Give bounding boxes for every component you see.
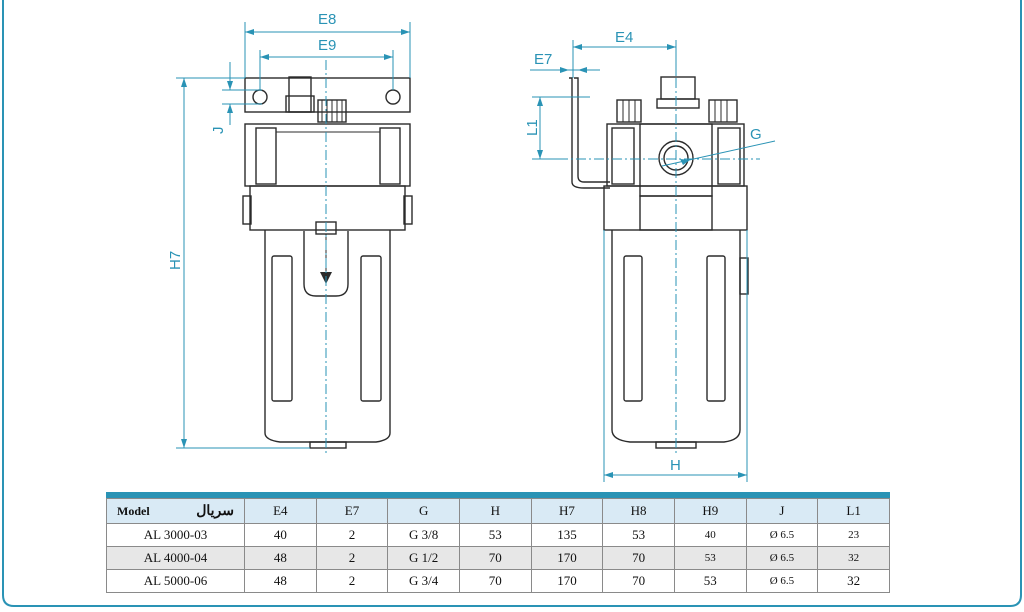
col-header-h8: H8 [602, 498, 675, 524]
cell-g: G 3/4 [387, 569, 460, 593]
model-header: Model سریال [106, 498, 245, 524]
cell-e4: 48 [244, 546, 317, 570]
cell-h: 70 [458, 546, 532, 570]
col-header-e4: E4 [244, 498, 317, 524]
dim-label-j: J [210, 127, 227, 135]
cell-l1: 32 [817, 569, 890, 593]
mount-hole-right [385, 89, 401, 105]
row-model: AL 5000-06 [106, 569, 245, 593]
cell-g: G 3/8 [387, 523, 460, 547]
table-row: AL 3000-03 40 2 G 3/8 53 135 53 40 Ø 6.5… [106, 523, 890, 547]
top-fitting-side [660, 76, 696, 100]
cell-l1: 23 [817, 523, 890, 547]
cell-j: Ø 6.5 [745, 569, 819, 593]
table-row: AL 5000-06 48 2 G 3/4 70 170 70 53 Ø 6.5… [106, 569, 890, 593]
model-header-fa: سریال [196, 503, 234, 519]
top-fitting [288, 76, 312, 113]
cell-h7: 170 [530, 569, 604, 593]
cell-h: 53 [458, 523, 532, 547]
cell-e7: 2 [315, 569, 389, 593]
dim-label-h7: H7 [167, 251, 184, 270]
mount-hole-left [252, 89, 268, 105]
col-header-e7: E7 [315, 498, 389, 524]
dim-label-e7: E7 [534, 51, 552, 68]
cell-h9: 53 [673, 569, 747, 593]
spec-table: Model سریال E4 E7 G H H7 H8 H9 J L1 AL 3… [106, 498, 890, 593]
col-header-h7: H7 [530, 498, 604, 524]
dim-label-g: G [750, 126, 762, 143]
col-header-g: G [387, 498, 460, 524]
dim-label-e4: E4 [615, 29, 633, 46]
cell-l1: 32 [817, 546, 890, 570]
row-model: AL 3000-03 [106, 523, 245, 547]
wall-bracket [574, 77, 610, 183]
table-row: AL 4000-04 48 2 G 1/2 70 170 70 53 Ø 6.5… [106, 546, 890, 570]
dim-label-l1: L1 [524, 119, 541, 136]
cell-g: G 1/2 [387, 546, 460, 570]
spec-table-wrapper: Model سریال E4 E7 G H H7 H8 H9 J L1 AL 3… [106, 492, 890, 593]
cell-h7: 135 [530, 523, 604, 547]
cell-j: Ø 6.5 [745, 546, 819, 570]
bowl [264, 230, 391, 443]
cell-e4: 48 [244, 569, 317, 593]
col-header-l1: L1 [817, 498, 890, 524]
dim-label-e8: E8 [318, 11, 336, 28]
sight-window-left [271, 255, 293, 402]
col-header-h: H [458, 498, 532, 524]
knob-right [708, 99, 738, 123]
table-top-bar [106, 492, 890, 498]
cell-h8: 70 [602, 546, 675, 570]
table-header-row: Model سریال E4 E7 G H H7 H8 H9 J L1 [106, 498, 890, 524]
cell-h8: 70 [602, 569, 675, 593]
row-model: AL 4000-04 [106, 546, 245, 570]
cell-e7: 2 [315, 523, 389, 547]
cell-h7: 170 [530, 546, 604, 570]
cell-h: 70 [458, 569, 532, 593]
bowl-ring [249, 185, 406, 231]
model-header-en: Model [117, 503, 150, 518]
front-view: E8 E9 J H7 [167, 11, 413, 455]
dim-label-e9: E9 [318, 37, 336, 54]
side-view: E4 E7 L1 G H [524, 29, 776, 482]
col-header-j: J [745, 498, 819, 524]
sight-window-right [360, 255, 382, 402]
upper-body [244, 123, 411, 187]
cell-e4: 40 [244, 523, 317, 547]
cell-h8: 53 [602, 523, 675, 547]
col-header-h9: H9 [673, 498, 747, 524]
cell-e7: 2 [315, 546, 389, 570]
cell-j: Ø 6.5 [745, 523, 819, 547]
dim-label-h: H [670, 457, 681, 474]
cell-h9: 40 [673, 523, 747, 547]
cell-h9: 53 [673, 546, 747, 570]
